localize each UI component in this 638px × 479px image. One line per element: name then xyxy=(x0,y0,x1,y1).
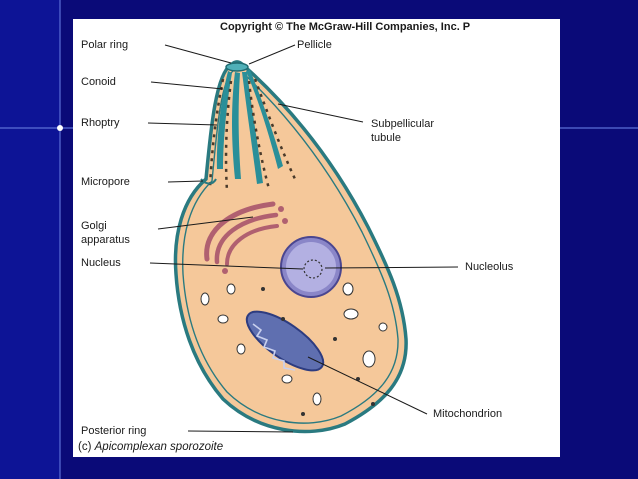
label-posterior-ring: Posterior ring xyxy=(81,425,147,437)
golgi-cisterna xyxy=(225,224,279,266)
cytoplasmic-granule xyxy=(281,374,293,384)
rhoptry xyxy=(246,70,283,169)
label-rhoptry: Rhoptry xyxy=(81,117,120,129)
golgi-vesicle xyxy=(278,206,284,212)
rhoptry xyxy=(232,72,241,179)
decorative-sparkle xyxy=(57,125,63,131)
label-mitochondrion: Mitochondrion xyxy=(433,408,503,420)
label-pellicle: Pellicle xyxy=(297,39,332,51)
left-gradient-band xyxy=(0,0,60,479)
cytoplasmic-granule xyxy=(342,282,354,296)
cytoplasmic-granule xyxy=(312,392,322,406)
pellicle-inner-line xyxy=(182,70,399,424)
cytoplasmic-dot xyxy=(301,412,305,416)
golgi-vesicle xyxy=(282,218,288,224)
rhoptry xyxy=(242,72,263,184)
label-nucleus: Nucleus xyxy=(81,257,121,269)
copyright-notice: Copyright © The McGraw-Hill Companies, I… xyxy=(220,21,471,33)
label-nucleolus: Nucleolus xyxy=(465,261,514,273)
micropore xyxy=(200,178,217,185)
label-golgi-line1: Golgi xyxy=(81,220,107,232)
nucleolus xyxy=(303,259,323,279)
label-golgi-apparatus: Golgi apparatus xyxy=(81,219,130,247)
figure-caption: (c) Apicomplexan sporozoite xyxy=(78,441,223,453)
sporozoite-diagram xyxy=(147,44,459,434)
golgi-cisterna xyxy=(214,212,279,265)
cytoplasmic-granule xyxy=(226,283,236,295)
label-subpellicular-line2: tubule xyxy=(371,132,401,144)
subpellicular-tubule xyxy=(253,78,297,180)
cytoplasmic-dot xyxy=(333,337,337,341)
label-golgi-line2: apparatus xyxy=(81,234,130,246)
subpellicular-tubule xyxy=(247,80,271,190)
cytoplasmic-granule xyxy=(343,308,359,320)
cytoplasmic-granule xyxy=(217,314,229,324)
label-subpellicular-line1: Subpellicular xyxy=(371,118,434,130)
caption-prefix: (c) xyxy=(78,441,92,453)
label-micropore: Micropore xyxy=(81,176,130,188)
cytoplasmic-granule xyxy=(362,350,376,368)
cytoplasmic-granule xyxy=(378,322,388,332)
label-subpellicular-tubule: Subpellicular tubule xyxy=(371,117,434,145)
caption-title: Apicomplexan sporozoite xyxy=(94,441,224,453)
cytoplasmic-granule xyxy=(236,343,246,355)
mitochondrion-cristae xyxy=(252,323,296,371)
golgi-cisterna xyxy=(204,201,276,262)
mitochondrion xyxy=(245,310,325,372)
rhoptry xyxy=(216,71,232,169)
subpellicular-tubule xyxy=(224,80,233,192)
cytoplasmic-granule xyxy=(200,292,210,306)
cytoplasmic-dot xyxy=(371,402,375,406)
cytoplasmic-dot xyxy=(281,317,285,321)
leader-lines xyxy=(147,44,459,433)
label-conoid: Conoid xyxy=(81,76,116,88)
cytoplasmic-dot xyxy=(261,287,265,291)
polar-ring xyxy=(225,62,249,72)
figure-panel: Copyright © The McGraw-Hill Companies, I… xyxy=(73,19,560,457)
label-polar-ring: Polar ring xyxy=(81,39,129,51)
golgi-vesicle xyxy=(222,268,228,274)
nucleus-inner xyxy=(286,242,336,292)
